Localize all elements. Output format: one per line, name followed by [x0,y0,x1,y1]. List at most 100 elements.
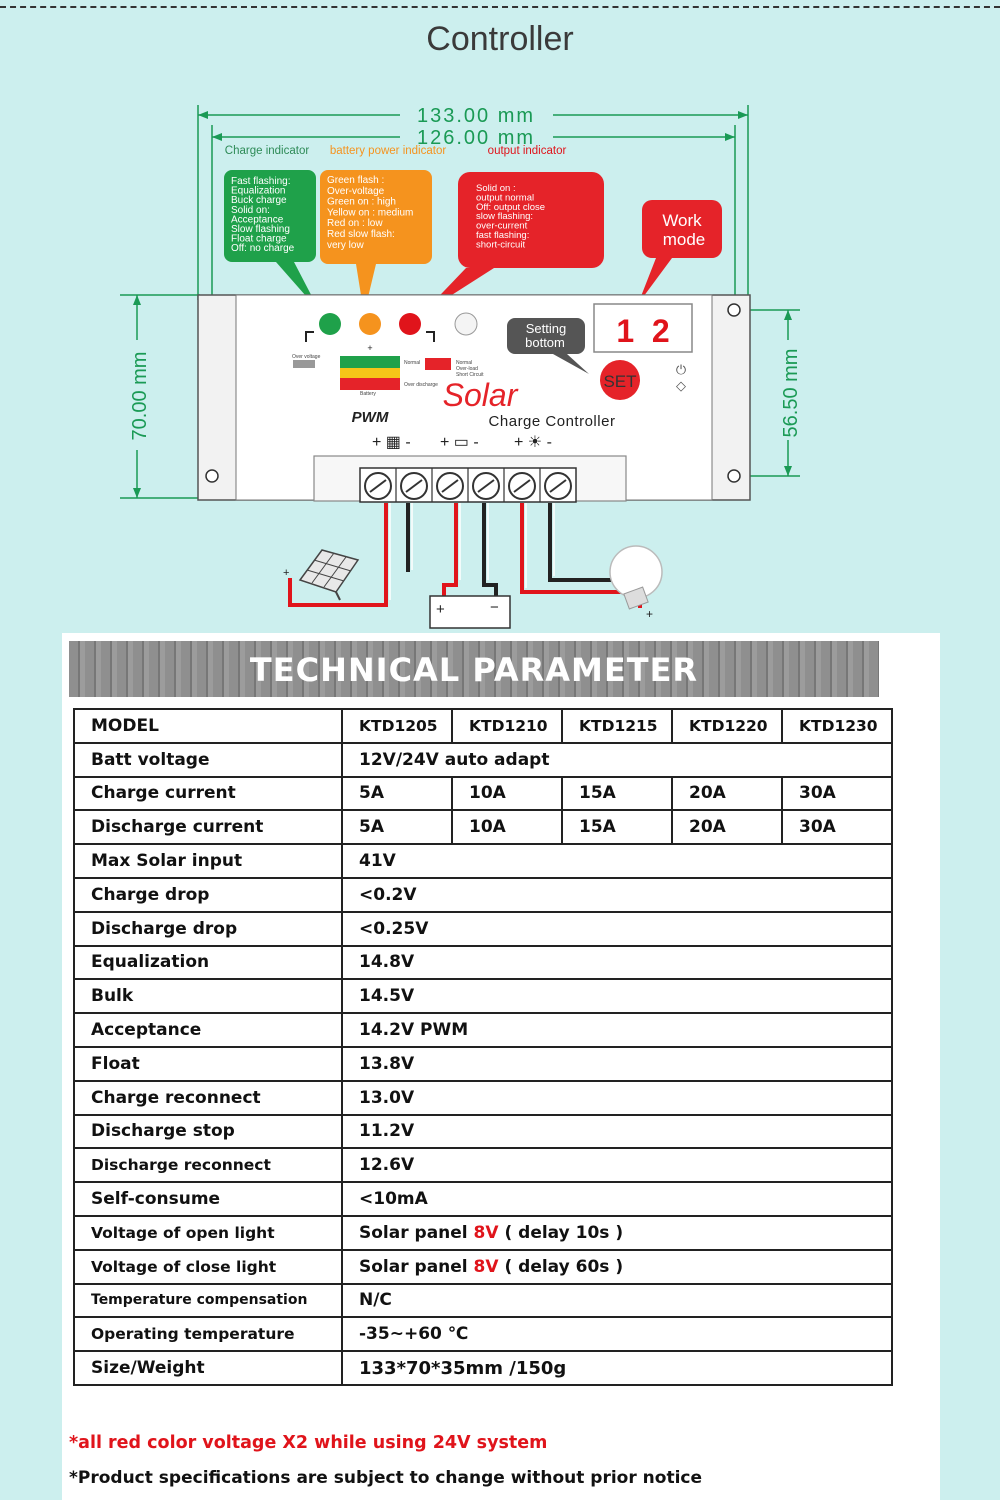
param-banner-title: TECHNICAL PARAMETER [249,651,699,689]
table-row: Discharge current 5A 10A 15A 20A 30A [73,809,893,846]
callout-line: Solid on: [231,205,270,216]
product-label: Charge Controller [489,413,616,430]
terminal-screw-slot [441,479,459,493]
charge-current-cell: 30A [781,775,893,812]
row-value: 133*70*35mm /150g [341,1350,893,1386]
diamond-icon: ◇ [676,378,686,393]
table-row: Charge drop <0.2V [73,876,893,913]
callout-line: Float charge [231,234,287,245]
row-label: Voltage of close light [73,1248,343,1285]
row-value-red: 12.6V [341,1147,893,1184]
row-value: 12V/24V auto adapt [341,741,893,778]
callout-line: Red on : low [327,218,383,229]
work-mode-callout [638,200,722,304]
svg-text:+: + [646,607,653,621]
display-digits: 1 2 [616,313,669,349]
callout-line: Green flash : [327,175,384,186]
table-row: Voltage of open light Solar panel 8V ( d… [73,1214,893,1251]
load-terminal-marking: + ☀ - [514,434,552,451]
row-value-red: 11.2V [341,1113,893,1150]
row-value: <0.25V [341,910,893,947]
output-indicator-title: output indicator [488,145,567,157]
controller-diagram: 133.00 mm 126.00 mm 70.00 mm 56.50 mm Ch… [120,105,802,629]
svg-text:Short Circuit: Short Circuit [456,372,484,378]
row-value: 41V [341,843,893,879]
row-value: N/C [341,1282,893,1319]
row-label: Discharge reconnect [73,1147,343,1184]
model-cell: KTD1210 [451,708,563,744]
charge-current-cell: 10A [451,775,563,812]
battery-indicator-title: battery power indicator [330,145,447,157]
callout-line: very low [327,240,364,251]
terminal-screw-slot [477,479,495,493]
row-label: Bulk [73,978,343,1015]
table-row: Discharge drop <0.25V [73,910,893,947]
pwm-label: PWM [352,409,389,426]
solar-panel-icon [293,360,315,368]
mount-hole [205,469,219,483]
svg-text:Normal: Normal [456,360,472,366]
set-button[interactable] [600,360,640,400]
charge-indicator-callout [224,170,320,312]
setting-label-1: Setting [526,321,566,336]
table-row: Bulk 14.5V [73,978,893,1015]
terminal-screw-slot [513,479,531,493]
table-row: Equalization 14.8V [73,944,893,981]
row-label: Charge reconnect [73,1079,343,1116]
table-row: Max Solar input 41V [73,843,893,879]
callout-line: Acceptance [231,214,284,225]
callout-line: Equalization [231,186,285,197]
svg-text:Battery: Battery [360,391,376,397]
row-label: Operating temperature [73,1316,343,1353]
battery-indicator-callout [320,170,432,314]
svg-text:+: + [283,567,289,579]
table-row: Operating temperature -35~+60 ℃ [73,1316,893,1353]
terminal-screw-slot [549,479,567,493]
callout-line: Fast flashing: [231,176,290,187]
setting-callout [507,318,589,374]
battery-led [359,313,381,335]
callout-line: Buck charge [231,195,287,206]
charge-led [319,313,341,335]
svg-text:Over-load: Over-load [456,366,478,372]
battery-symbol: + − [429,595,511,629]
row-value-red: 13.8V [341,1045,893,1082]
callout-line: short-circuit [476,239,525,250]
row-value-red: 14.2V PWM [341,1012,893,1048]
svg-text:Normal: Normal [404,360,420,366]
discharge-current-cell: 20A [671,809,783,846]
callout-line: Solid on : [476,183,516,194]
solar-panel-icon: + [283,549,360,601]
callout-line: Yellow on : medium [327,207,413,218]
table-row: MODEL KTD1205 KTD1210 KTD1215 KTD1220 KT… [73,708,893,744]
row-label: Discharge stop [73,1113,343,1150]
mount-hole [727,303,741,317]
table-row: Voltage of close light Solar panel 8V ( … [73,1248,893,1285]
set-button-label: SET [603,372,636,391]
row-label: Equalization [73,944,343,981]
model-cell: KTD1230 [781,708,893,744]
terminal-screw-slot [369,479,387,493]
row-value-red: 14.5V [341,978,893,1015]
row-label: Charge drop [73,876,343,913]
callout-line: fast flashing: [476,230,529,241]
row-label: Temperature compensation [73,1282,343,1319]
brand-script: Solar [443,377,519,413]
callout-line: Over-voltage [327,186,385,197]
row-label: Voltage of open light [73,1214,343,1251]
row-label: Self-consume [73,1181,343,1217]
red-voltage-note: *all red color voltage X2 while using 24… [69,1433,548,1453]
table-row: Charge current 5A 10A 15A 20A 30A [73,775,893,812]
page-title: Controller [426,20,574,58]
work-mode-label-1: Work [662,211,702,230]
row-label: MODEL [73,708,343,744]
led-display [593,303,693,353]
row-label: Float [73,1045,343,1082]
dim-total-width: 133.00 mm [417,105,535,127]
table-row: Size/Weight 133*70*35mm /150g [73,1350,893,1386]
discharge-current-cell: 30A [781,809,893,846]
row-value-red: 13.0V [341,1079,893,1116]
